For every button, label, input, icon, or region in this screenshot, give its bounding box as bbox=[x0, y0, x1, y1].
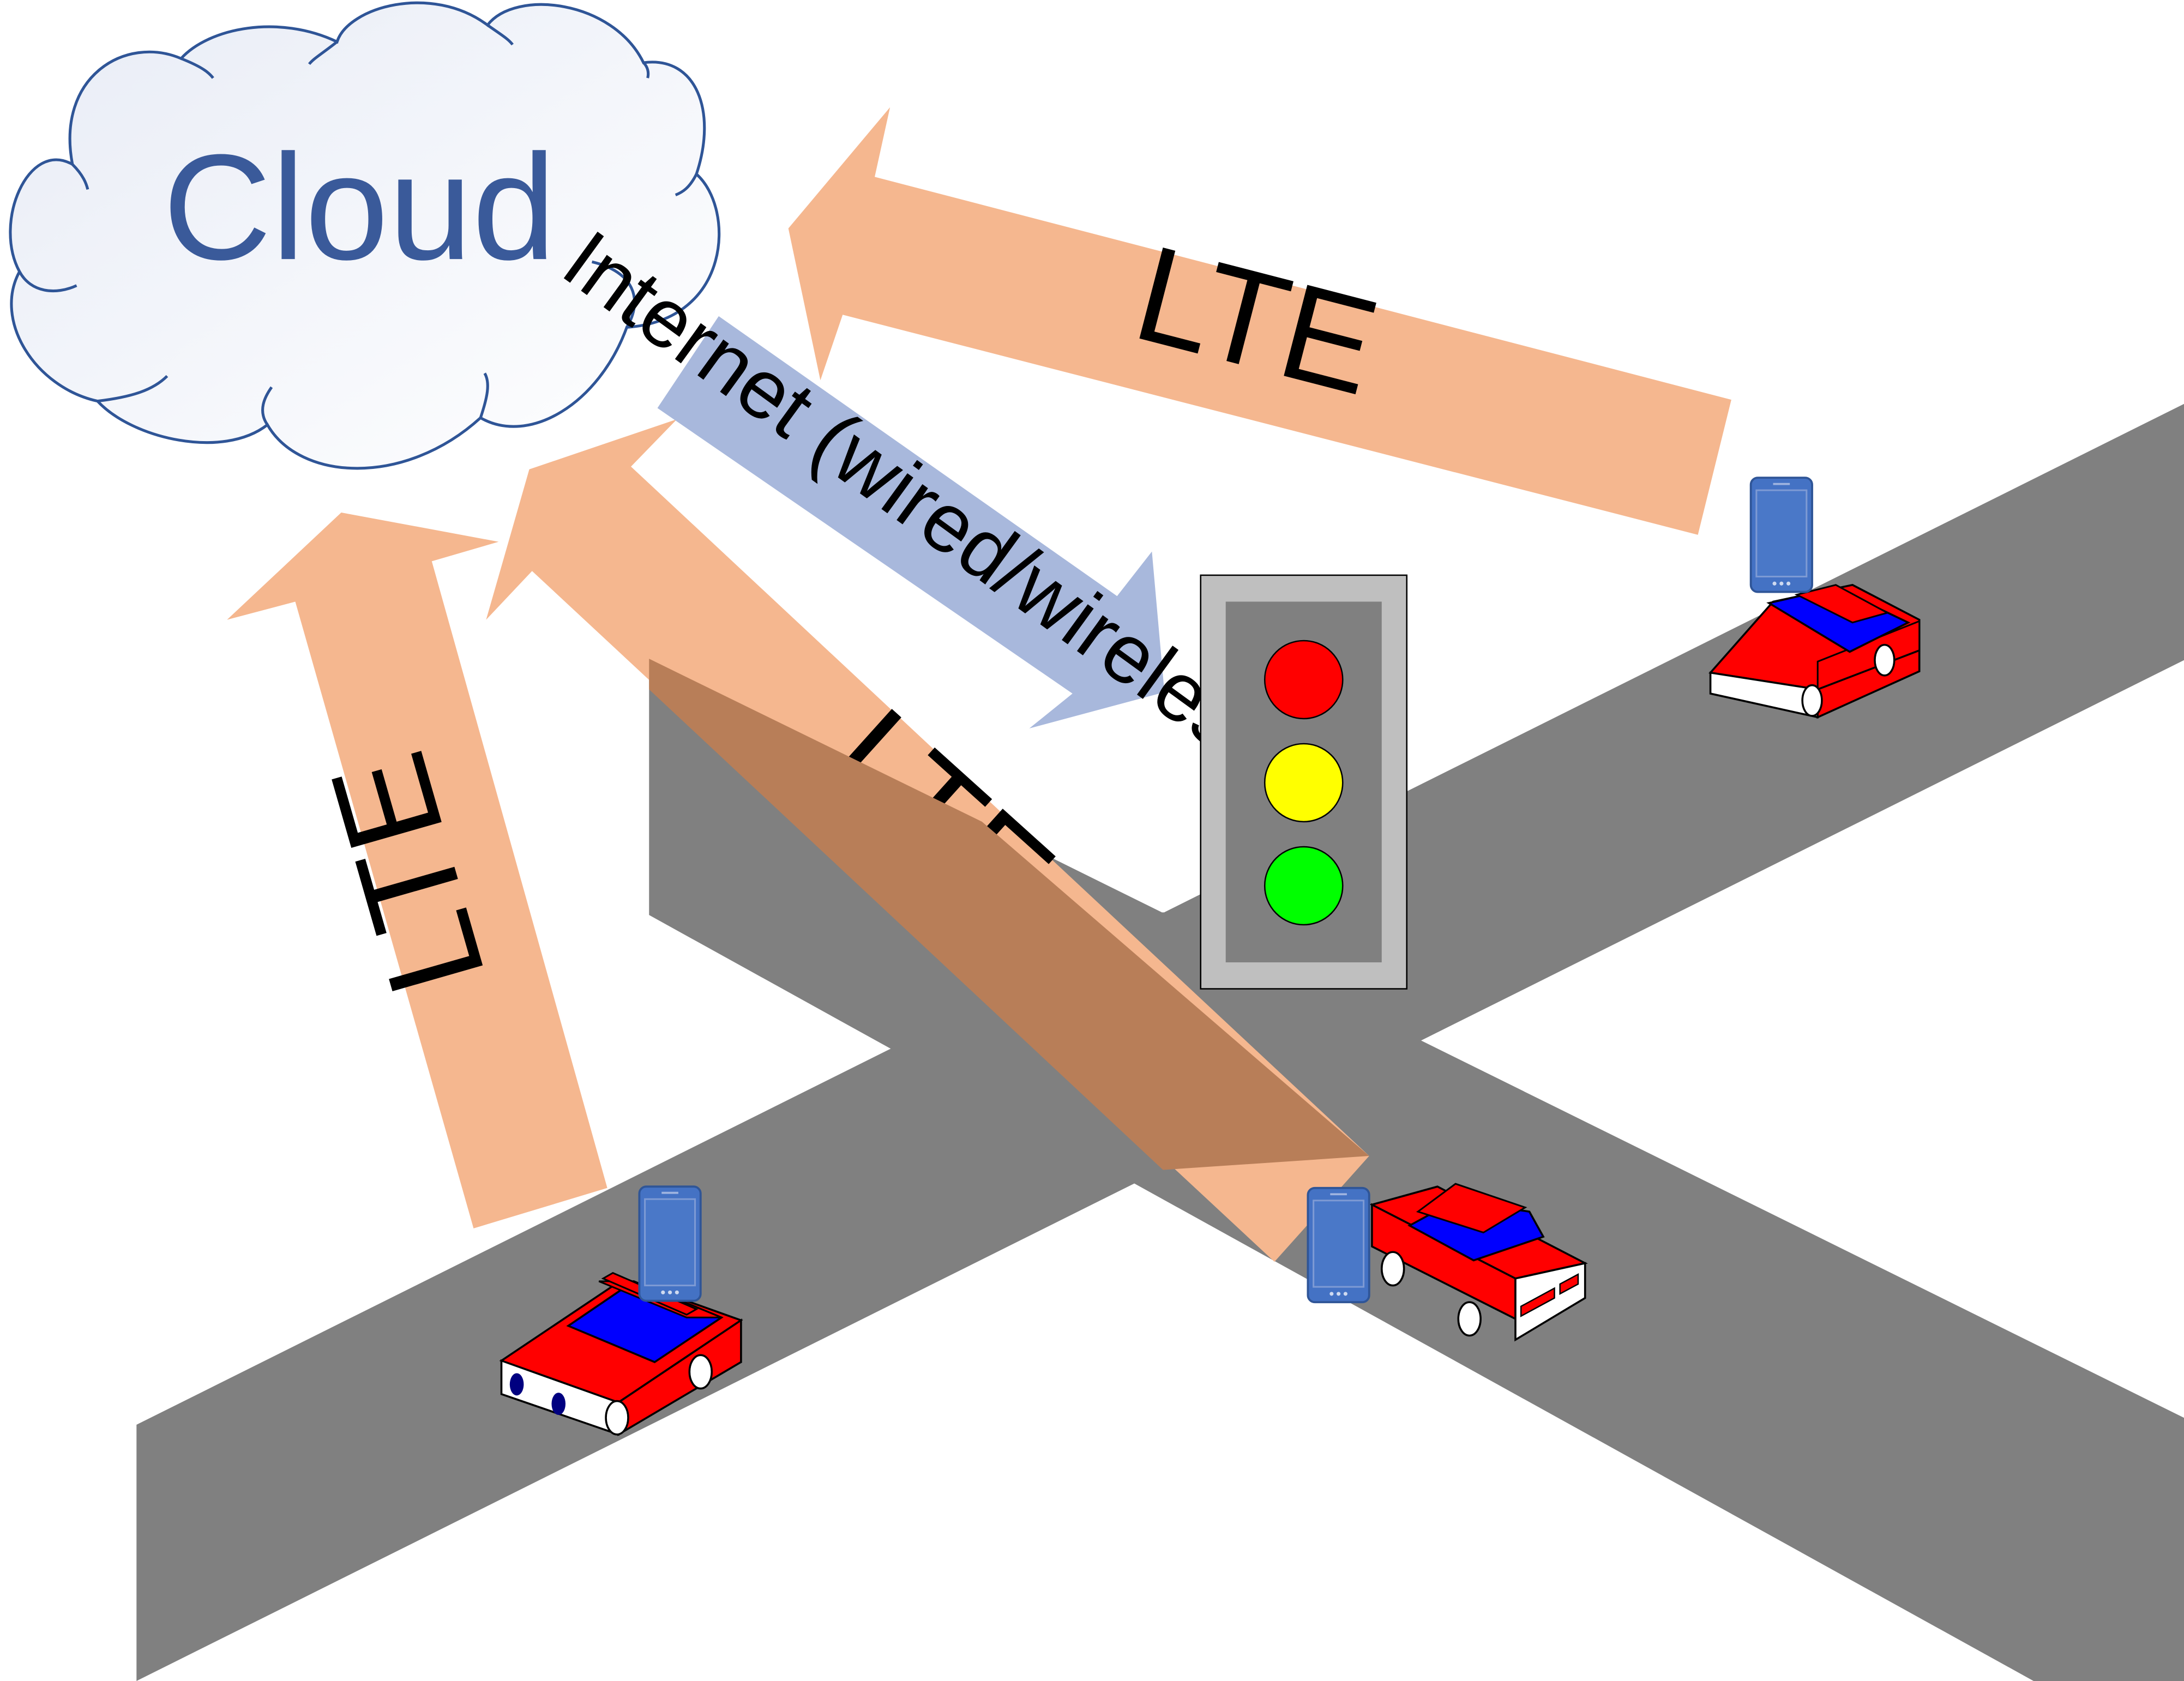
car-icon-middle bbox=[1369, 1183, 1588, 1342]
cloud-icon bbox=[9, 1, 721, 470]
smartphone-icon-middle bbox=[1307, 1186, 1370, 1304]
car-icon-right bbox=[1708, 583, 1921, 719]
traffic-light-green bbox=[1264, 846, 1344, 926]
cloud-label: Cloud bbox=[163, 123, 556, 291]
lte-road-overlap bbox=[649, 659, 1369, 1170]
lte-arrow-left: LTE bbox=[227, 512, 607, 1228]
traffic-light-red bbox=[1264, 640, 1344, 720]
traffic-light-icon bbox=[1200, 574, 1408, 990]
smartphone-icon-right bbox=[1749, 477, 1813, 593]
traffic-light-yellow bbox=[1264, 743, 1344, 823]
smartphone-icon-left bbox=[638, 1185, 702, 1302]
